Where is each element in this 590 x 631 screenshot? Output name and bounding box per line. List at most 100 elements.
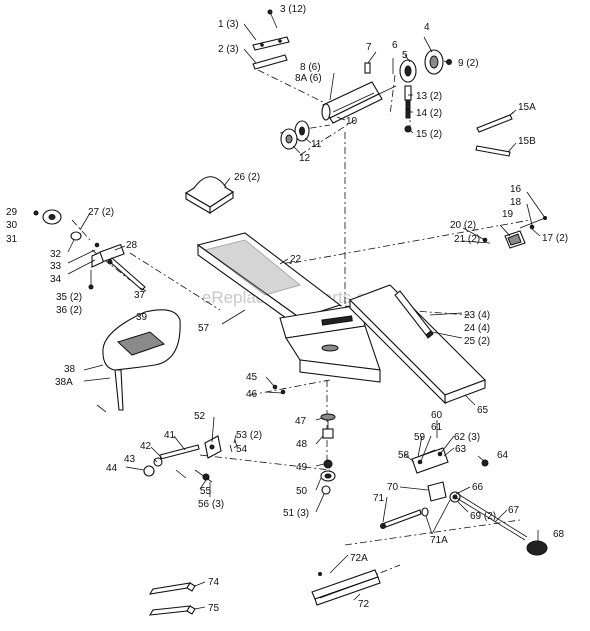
label-22: 22 [290, 254, 302, 265]
label-24: 24 (4) [464, 323, 490, 334]
cutter-guard-38 [96, 309, 181, 413]
label-23: 23 (4) [464, 310, 490, 321]
label-39: 39 [136, 312, 148, 323]
label-26: 26 (2) [234, 172, 260, 183]
pulley-12 [280, 128, 298, 150]
label-48: 48 [296, 439, 308, 450]
label-75: 75 [208, 603, 220, 614]
label-27: 27 (2) [88, 207, 114, 218]
guard-bracket-assembly [482, 216, 547, 249]
label-19: 19 [502, 209, 514, 220]
label-8a: 8A (6) [295, 73, 322, 84]
label-30: 30 [6, 220, 18, 231]
label-64: 64 [497, 450, 509, 461]
leader-lines [67, 23, 546, 610]
label-4: 4 [424, 22, 430, 33]
label-68: 68 [553, 529, 565, 540]
label-8: 8 (6) [300, 62, 321, 73]
label-51: 51 (3) [283, 508, 309, 519]
label-71: 71 [373, 493, 385, 504]
blade-guide-72 [311, 569, 381, 606]
screw-9 [446, 59, 452, 65]
cutterhead-10 [321, 81, 397, 124]
label-55: 55 [200, 486, 212, 497]
knife-1 [252, 36, 290, 51]
label-47: 47 [295, 416, 307, 427]
label-25: 25 (2) [464, 336, 490, 347]
label-69: 69 (2) [470, 511, 496, 522]
label-44: 44 [106, 463, 118, 474]
label-61: 61 [431, 422, 443, 433]
label-20: 20 (2) [450, 220, 476, 231]
label-15b: 15B [518, 136, 536, 147]
hex-wrench-75 [148, 605, 196, 616]
label-70: 70 [387, 482, 399, 493]
label-56: 56 (3) [198, 499, 224, 510]
label-2: 2 (3) [218, 44, 239, 55]
label-60: 60 [431, 410, 443, 421]
label-14: 14 (2) [416, 108, 442, 119]
label-62: 62 (3) [454, 432, 480, 443]
label-43: 43 [124, 454, 136, 465]
bearing-11 [294, 120, 310, 142]
label-33: 33 [50, 261, 62, 272]
label-32: 32 [50, 249, 62, 260]
jointer-base-57 [196, 232, 381, 383]
center-stack [320, 413, 336, 495]
label-18: 18 [510, 197, 522, 208]
label-11: 11 [311, 139, 322, 150]
label-15a: 15A [518, 102, 536, 113]
label-34: 34 [50, 274, 62, 285]
label-29: 29 [6, 207, 18, 218]
spring-13 [404, 85, 412, 133]
label-63: 63 [455, 444, 467, 455]
label-71a: 71A [430, 535, 448, 546]
label-6: 6 [392, 40, 398, 51]
wrench-15a [476, 111, 515, 133]
label-9: 9 (2) [458, 58, 479, 69]
label-17: 17 (2) [542, 233, 568, 244]
push-block-26 [184, 176, 235, 215]
rail-25 [394, 290, 434, 339]
part-labels: 3 (12) 1 (3) 2 (3) 8 (6) 8A (6) 7 6 4 5 … [6, 4, 568, 614]
label-46: 46 [246, 389, 258, 400]
label-13: 13 (2) [416, 91, 442, 102]
label-31: 31 [6, 234, 18, 245]
label-21: 21 (2) [454, 234, 480, 245]
label-52: 52 [194, 411, 206, 422]
fence-lock-assembly [143, 384, 286, 483]
key-7 [364, 62, 371, 74]
label-58: 58 [398, 450, 410, 461]
label-49: 49 [296, 462, 308, 473]
label-5: 5 [402, 50, 408, 61]
label-45: 45 [246, 372, 258, 383]
label-15: 15 (2) [416, 129, 442, 140]
label-72a: 72A [350, 553, 368, 564]
label-38a: 38A [55, 377, 73, 388]
label-67: 67 [508, 505, 520, 516]
label-16: 16 [510, 184, 522, 195]
label-42: 42 [140, 441, 152, 452]
bearing-5 [399, 59, 417, 83]
label-1: 1 (3) [218, 19, 239, 30]
label-50: 50 [296, 486, 308, 497]
label-12: 12 [299, 153, 311, 164]
gib-2 [252, 54, 288, 70]
label-72: 72 [358, 599, 370, 610]
label-74: 74 [208, 577, 220, 588]
label-66: 66 [472, 482, 484, 493]
label-36: 36 (2) [56, 305, 82, 316]
pulley-4 [424, 49, 444, 75]
label-35: 35 (2) [56, 292, 82, 303]
label-3: 3 (12) [280, 4, 306, 15]
label-53: 53 (2) [236, 430, 262, 441]
outfeed-table-65 [349, 284, 486, 405]
label-54: 54 [236, 444, 248, 455]
label-65: 65 [477, 405, 489, 416]
label-38: 38 [64, 364, 76, 375]
label-59: 59 [414, 432, 426, 443]
label-28: 28 [126, 240, 138, 251]
screw-3 [267, 9, 278, 29]
wrench-15b [475, 145, 511, 157]
